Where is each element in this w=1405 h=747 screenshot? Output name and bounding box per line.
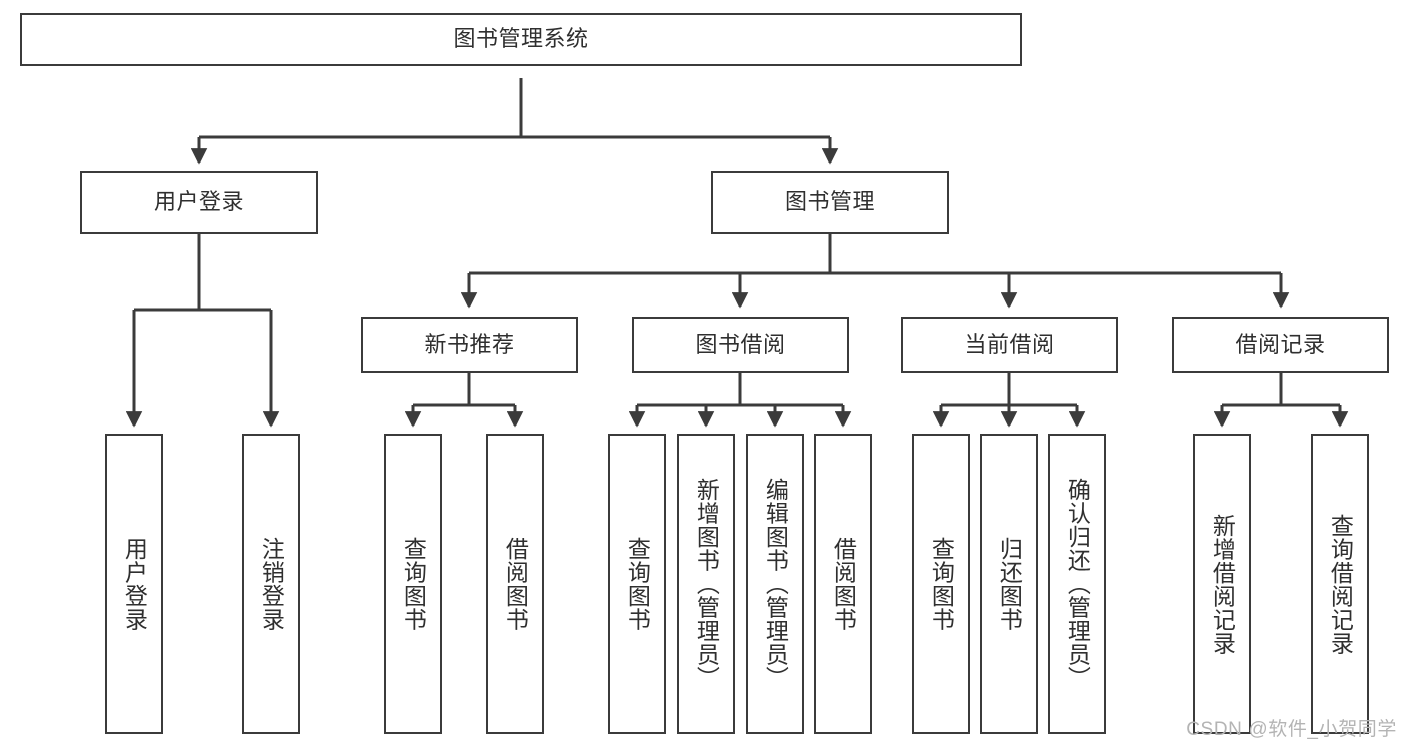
node-current-borrow-label: 当前借阅: [964, 331, 1055, 357]
node-leaf-borrow-book-2[interactable]: 借阅图书: [814, 434, 872, 734]
node-user-login-label: 用户登录: [153, 189, 244, 215]
node-leaf-query-book-2-label: 查询图书: [624, 537, 651, 631]
node-leaf-query-book-3-label: 查询图书: [928, 537, 955, 631]
node-leaf-query-record[interactable]: 查询借阅记录: [1311, 434, 1369, 734]
node-leaf-logout-login-label: 注销登录: [258, 537, 285, 631]
node-leaf-add-book[interactable]: 新增图书（管理员）: [677, 434, 735, 734]
node-leaf-edit-book-label: 编辑图书（管理员）: [762, 478, 789, 690]
node-leaf-confirm-return[interactable]: 确认归还（管理员）: [1048, 434, 1106, 734]
node-leaf-return-book-label: 归还图书: [996, 537, 1023, 631]
node-leaf-query-book-2[interactable]: 查询图书: [608, 434, 666, 734]
node-leaf-return-book[interactable]: 归还图书: [980, 434, 1038, 734]
node-leaf-user-login-label: 用户登录: [121, 537, 148, 631]
node-user-login[interactable]: 用户登录: [80, 171, 318, 234]
node-leaf-query-book-1-label: 查询图书: [400, 537, 427, 631]
node-book-manage-label: 图书管理: [784, 189, 875, 215]
node-leaf-edit-book[interactable]: 编辑图书（管理员）: [746, 434, 804, 734]
node-leaf-query-book-3[interactable]: 查询图书: [912, 434, 970, 734]
node-current-borrow[interactable]: 当前借阅: [901, 317, 1118, 373]
node-book-borrow[interactable]: 图书借阅: [632, 317, 849, 373]
node-leaf-user-login[interactable]: 用户登录: [105, 434, 163, 734]
node-leaf-query-book-1[interactable]: 查询图书: [384, 434, 442, 734]
node-root-system-label: 图书管理系统: [453, 26, 589, 52]
node-leaf-borrow-book-1-label: 借阅图书: [502, 537, 529, 631]
node-leaf-confirm-return-label: 确认归还（管理员）: [1064, 478, 1091, 690]
node-leaf-borrow-book-2-label: 借阅图书: [830, 537, 857, 631]
node-borrow-record-label: 借阅记录: [1235, 331, 1326, 357]
node-new-book-recommend-label: 新书推荐: [424, 331, 515, 357]
node-leaf-add-book-label: 新增图书（管理员）: [693, 478, 720, 690]
node-leaf-logout-login[interactable]: 注销登录: [242, 434, 300, 734]
node-leaf-add-record[interactable]: 新增借阅记录: [1193, 434, 1251, 734]
node-book-borrow-label: 图书借阅: [695, 331, 786, 357]
node-new-book-recommend[interactable]: 新书推荐: [361, 317, 578, 373]
node-leaf-borrow-book-1[interactable]: 借阅图书: [486, 434, 544, 734]
node-leaf-add-record-label: 新增借阅记录: [1209, 513, 1236, 655]
node-book-manage[interactable]: 图书管理: [711, 171, 949, 234]
node-leaf-query-record-label: 查询借阅记录: [1327, 513, 1354, 655]
node-root-system[interactable]: 图书管理系统: [20, 13, 1022, 66]
node-borrow-record[interactable]: 借阅记录: [1172, 317, 1389, 373]
